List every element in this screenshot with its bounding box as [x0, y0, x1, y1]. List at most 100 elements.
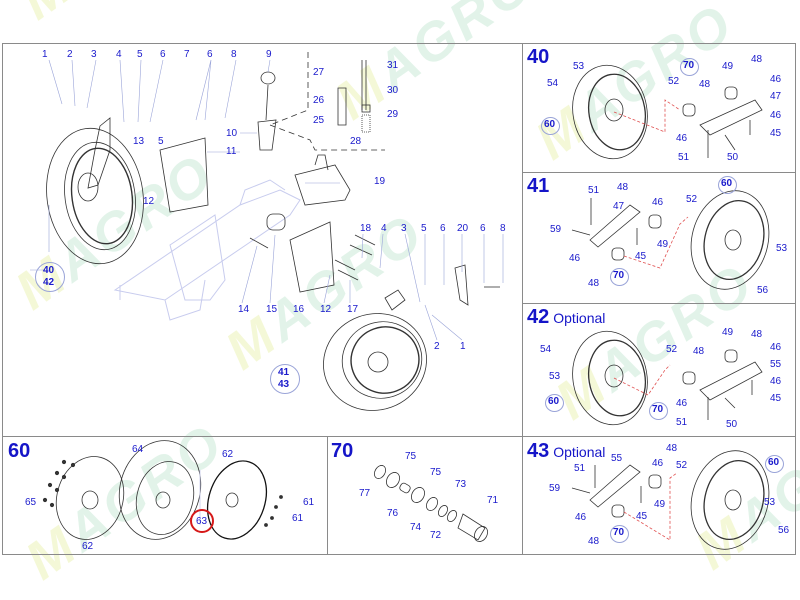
wheel-callout-41-43[interactable]: [270, 364, 300, 394]
part-label-62: 62: [222, 449, 234, 460]
wheel-callout-43[interactable]: 43: [278, 379, 290, 390]
part-label-30: 30: [387, 85, 399, 96]
part-label-49: 49: [654, 499, 666, 510]
part-label-56: 56: [778, 525, 790, 536]
part-label-20: 20: [457, 223, 469, 234]
kit-label-70[interactable]: 70: [613, 527, 625, 538]
part-label-60[interactable]: 60: [548, 396, 560, 407]
part-label-76: 76: [387, 508, 399, 519]
part-label-6: 6: [480, 223, 486, 234]
part-label-6: 6: [207, 49, 213, 60]
kit-callout-70[interactable]: [610, 525, 629, 543]
part-label-9: 9: [266, 49, 272, 60]
part-label-12: 12: [143, 196, 155, 207]
part-label-5: 5: [158, 136, 164, 147]
part-label-46: 46: [770, 110, 782, 121]
part-label-46: 46: [652, 458, 664, 469]
part-label-46: 46: [569, 253, 581, 264]
part-label-45: 45: [635, 251, 647, 262]
part-label-45: 45: [636, 511, 648, 522]
kit-callout-70[interactable]: [610, 268, 629, 286]
part-label-49: 49: [722, 327, 734, 338]
panel-title-40: 40: [527, 46, 550, 68]
part-label-3: 3: [401, 223, 407, 234]
part-label-51: 51: [588, 185, 600, 196]
part-label-55: 55: [611, 453, 623, 464]
divider-main-right: [522, 43, 523, 555]
part-label-71: 71: [487, 495, 499, 506]
wheel-callout-40-42[interactable]: [35, 262, 65, 292]
part-label-52: 52: [666, 344, 678, 355]
panel-title-60: 60: [8, 440, 31, 462]
kit-label-70[interactable]: 70: [613, 270, 625, 281]
part-label-74: 74: [410, 522, 422, 533]
highlighted-part-ring[interactable]: [190, 509, 214, 533]
wheel-callout-60[interactable]: [541, 117, 560, 135]
part-label-12: 12: [320, 304, 332, 315]
part-label-72: 72: [430, 530, 442, 541]
part-label-54: 54: [540, 344, 552, 355]
part-label-48: 48: [699, 79, 711, 90]
part-label-46: 46: [652, 197, 664, 208]
optional-label: Optional: [553, 444, 606, 460]
part-label-5: 5: [421, 223, 427, 234]
part-label-53: 53: [573, 61, 585, 72]
part-label-52: 52: [668, 76, 680, 87]
part-label-53: 53: [549, 371, 561, 382]
highlighted-part-63[interactable]: 63: [196, 516, 208, 527]
part-label-45: 45: [770, 393, 782, 404]
wheel-callout-41[interactable]: 41: [278, 367, 290, 378]
part-label-61: 61: [303, 497, 315, 508]
panel-title-41: 41: [527, 175, 550, 197]
kit-label-70[interactable]: 70: [652, 404, 664, 415]
part-label-46: 46: [770, 342, 782, 353]
part-label-64: 64: [132, 444, 144, 455]
part-label-53: 53: [776, 243, 788, 254]
part-label-17: 17: [347, 304, 359, 315]
panel-title-70: 70: [331, 440, 354, 462]
part-label-3: 3: [91, 49, 97, 60]
part-label-2: 2: [67, 49, 73, 60]
kit-label-70[interactable]: 70: [683, 60, 695, 71]
wheel-callout-60[interactable]: [718, 176, 737, 194]
part-label-48: 48: [751, 329, 763, 340]
part-label-16: 16: [293, 304, 305, 315]
part-label-47: 47: [613, 201, 625, 212]
part-label-26: 26: [313, 95, 325, 106]
part-label-48: 48: [666, 443, 678, 454]
part-label-51: 51: [678, 152, 690, 163]
wheel-callout-60[interactable]: [545, 394, 564, 412]
part-label-8: 8: [500, 223, 506, 234]
part-label-54: 54: [547, 78, 559, 89]
divider-41-42: [522, 303, 796, 304]
part-label-46: 46: [575, 512, 587, 523]
part-label-62: 62: [82, 541, 94, 552]
part-label-48: 48: [751, 54, 763, 65]
part-label-8: 8: [231, 49, 237, 60]
divider-main-bottom: [2, 436, 796, 437]
part-label-18: 18: [360, 223, 372, 234]
wheel-label-60[interactable]: 60: [768, 457, 780, 468]
part-label-15: 15: [266, 304, 278, 315]
part-label-56: 56: [757, 285, 769, 296]
wheel-callout-60[interactable]: [765, 455, 784, 473]
part-label-59: 59: [549, 483, 561, 494]
kit-callout-70[interactable]: [649, 402, 668, 420]
part-label-49: 49: [722, 61, 734, 72]
part-label-13: 13: [133, 136, 145, 147]
part-label-28: 28: [350, 136, 362, 147]
wheel-label-60[interactable]: 60: [721, 178, 733, 189]
wheel-callout-42[interactable]: 42: [43, 277, 55, 288]
part-label-31: 31: [387, 60, 399, 71]
part-label-46: 46: [676, 133, 688, 144]
divider-40-41: [522, 172, 796, 173]
part-label-48: 48: [588, 536, 600, 547]
kit-callout-70[interactable]: [680, 58, 699, 76]
part-label-75: 75: [405, 451, 417, 462]
part-label-60[interactable]: 60: [544, 119, 556, 130]
part-label-53: 53: [764, 497, 776, 508]
part-label-77: 77: [359, 488, 371, 499]
wheel-callout-40[interactable]: 40: [43, 265, 55, 276]
